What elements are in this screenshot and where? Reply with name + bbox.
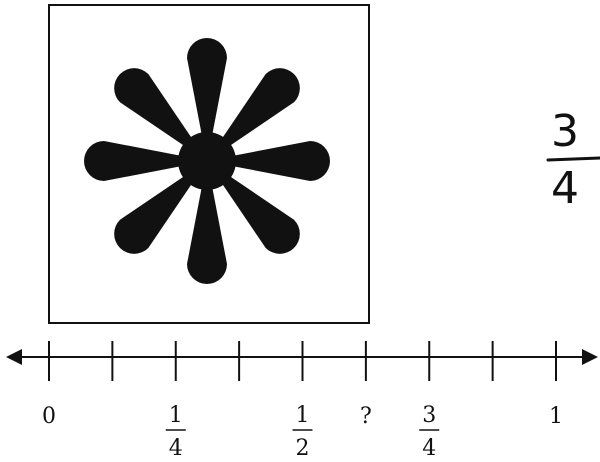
number-line-ticks	[49, 341, 556, 381]
whole-number-label: 1	[549, 404, 563, 429]
fraction-numerator: 1	[296, 403, 310, 428]
left-arrowhead	[6, 349, 22, 365]
fraction-denominator: 4	[169, 436, 183, 461]
fraction-numerator: 1	[169, 403, 183, 428]
eight-petal-flower-icon	[84, 38, 330, 284]
fraction-denominator: 2	[296, 436, 310, 461]
flower-petal	[187, 186, 227, 284]
fraction-denominator: 4	[422, 436, 436, 461]
fraction-label: 34	[419, 403, 439, 461]
handwritten-numerator: 3	[551, 106, 579, 157]
handwritten-fraction-bar	[548, 158, 600, 160]
handwritten-denominator: 4	[551, 163, 579, 214]
flower-petal	[232, 141, 330, 181]
fraction-label: 12	[293, 403, 313, 461]
whole-number-label: 0	[42, 404, 56, 429]
flower-center	[178, 132, 236, 190]
flower-petal	[187, 38, 227, 136]
fraction-numerator: 3	[422, 403, 436, 428]
unknown-value-label: ?	[360, 404, 372, 429]
handwritten-fraction: 3 4	[548, 106, 600, 214]
flower-petal	[84, 141, 182, 181]
right-arrowhead	[582, 349, 598, 365]
fraction-label: 14	[166, 403, 186, 461]
